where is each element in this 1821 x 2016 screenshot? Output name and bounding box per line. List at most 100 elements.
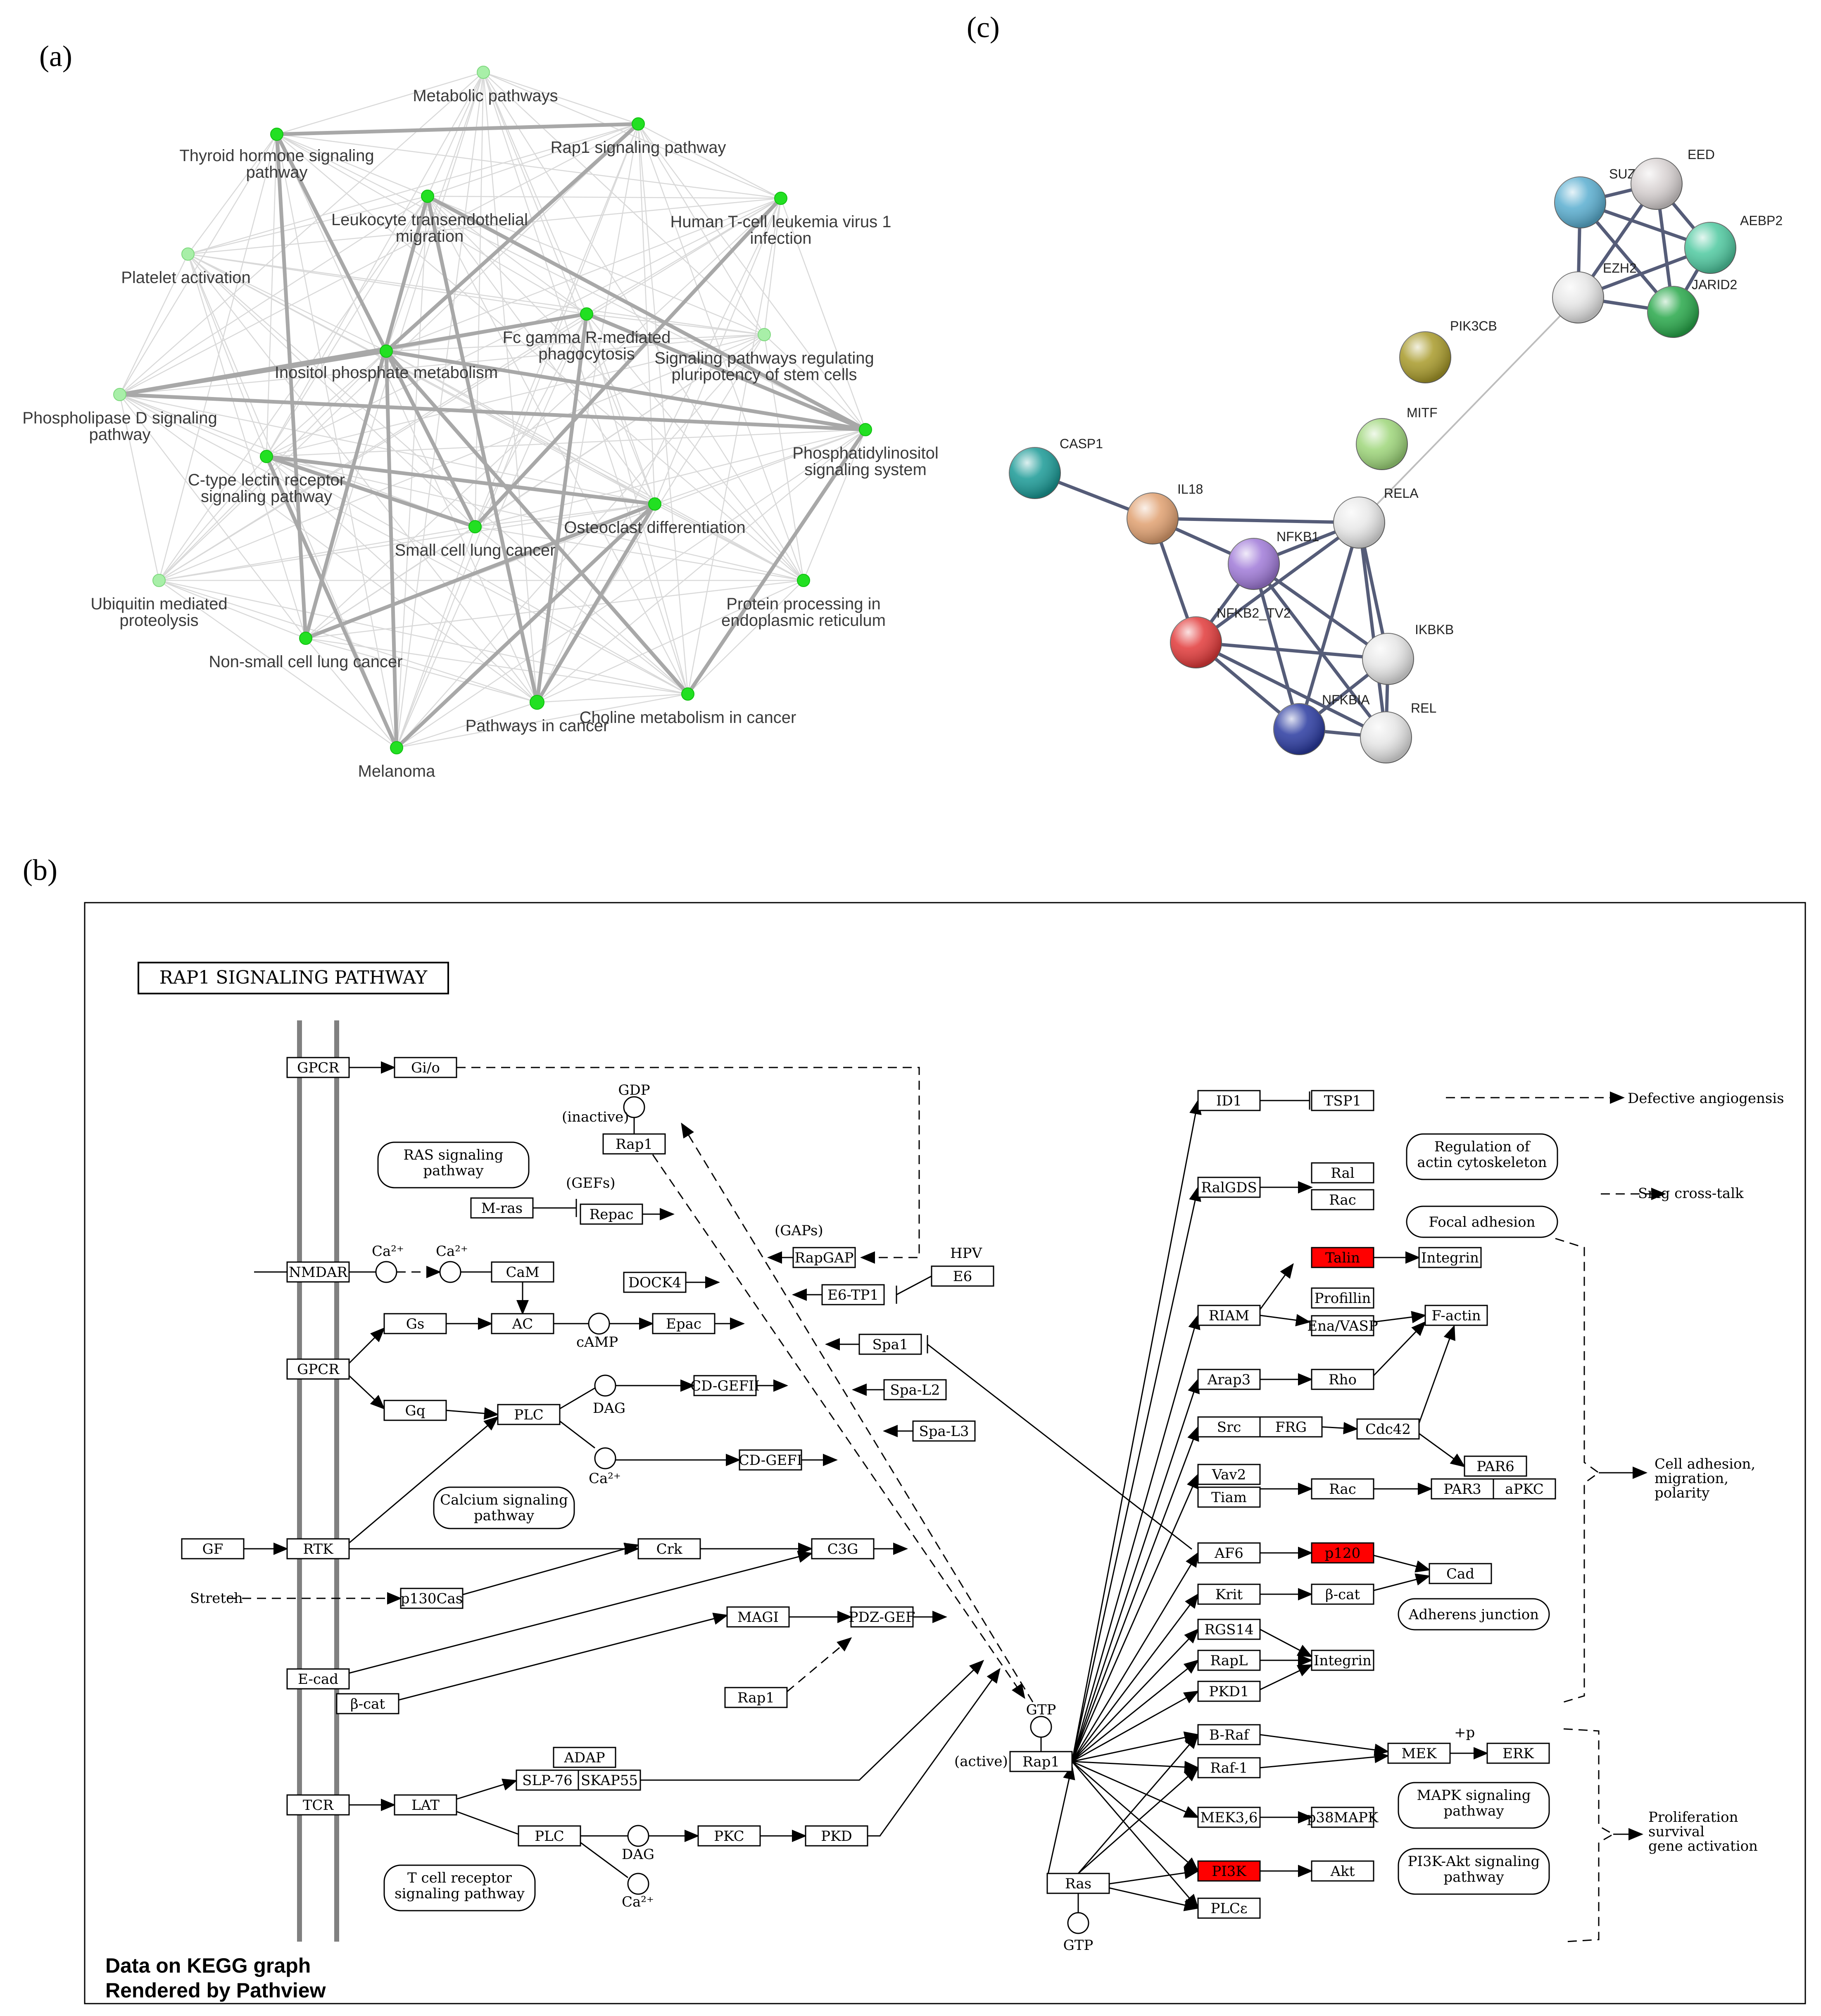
pathway-node[interactable] [421,190,434,203]
gene-profillin[interactable]: Profillin [1311,1287,1374,1309]
gene-rho[interactable]: Rho [1311,1369,1374,1390]
gene-apkc[interactable]: aPKC [1493,1478,1556,1500]
gene-cdgefi[interactable]: CD-GEFI [739,1449,802,1471]
pathway-node[interactable] [380,345,393,358]
protein-node-nfkb1[interactable] [1228,538,1280,590]
gene-gpcr1[interactable]: GPCR [286,1057,350,1078]
gene-af6[interactable]: AF6 [1197,1542,1261,1564]
protein-node-il18[interactable] [1127,492,1179,544]
gene-slp76[interactable]: SLP-76 [516,1769,579,1791]
gene-cam[interactable]: CaM [491,1261,554,1283]
gene-spal2[interactable]: Spa-L2 [883,1379,947,1400]
gene-magi[interactable]: MAGI [726,1606,790,1628]
pathway-link-adherens[interactable]: Adherens junction [1398,1598,1550,1631]
gene-id1[interactable]: ID1 [1197,1090,1261,1111]
gene-plc1[interactable]: PLC [497,1404,561,1425]
protein-node-rela[interactable] [1333,497,1385,549]
gene-crk[interactable]: Crk [637,1538,701,1560]
pathway-node[interactable] [390,741,403,754]
pathway-node[interactable] [774,192,787,205]
gene-pdzgef[interactable]: PDZ-GEF [849,1606,915,1628]
gene-rap1top[interactable]: Rap1 [602,1133,666,1155]
gene-raf1[interactable]: Raf-1 [1197,1757,1261,1778]
gene-akt[interactable]: Akt [1311,1860,1374,1882]
gene-rapl[interactable]: RapL [1197,1650,1261,1671]
gene-p120[interactable]: p120 [1311,1542,1374,1564]
pathway-node[interactable] [477,66,490,79]
gene-rtk[interactable]: RTK [286,1538,350,1560]
gene-nmdar[interactable]: NMDAR [286,1261,350,1283]
gene-pkd1[interactable]: PKD1 [1197,1681,1261,1702]
gene-epac[interactable]: Epac [652,1313,716,1334]
protein-node-jarid2[interactable] [1647,286,1699,338]
pathway-node[interactable] [181,247,195,261]
gene-talin[interactable]: Talin [1311,1247,1374,1268]
gene-rgs14[interactable]: RGS14 [1197,1619,1261,1640]
gene-e6tp1[interactable]: E6-TP1 [821,1284,885,1305]
gene-ras[interactable]: Ras [1046,1873,1110,1894]
gene-rac2[interactable]: Rac [1311,1478,1374,1500]
pathway-node[interactable] [530,695,544,710]
pathway-link-focal[interactable]: Focal adhesion [1406,1205,1558,1238]
protein-node-ezh2[interactable] [1552,271,1604,323]
gene-p38mapk[interactable]: p38MAPK [1307,1807,1379,1828]
pathway-node[interactable] [152,574,166,587]
gene-plc2[interactable]: PLC [518,1825,581,1847]
gene-e6[interactable]: E6 [931,1265,994,1287]
gene-vav2[interactable]: Vav2 [1197,1464,1261,1485]
pathway-node[interactable] [648,497,661,511]
gene-mek[interactable]: MEK [1387,1743,1451,1764]
gene-braf[interactable]: B-Raf [1197,1724,1261,1745]
gene-pi3k[interactable]: PI3K [1197,1860,1261,1882]
gene-spal3[interactable]: Spa-L3 [912,1420,976,1442]
pathway-node[interactable] [681,687,694,701]
gene-dock4[interactable]: DOCK4 [623,1272,687,1293]
gene-bcat2[interactable]: β-cat [1311,1583,1374,1605]
gene-bcat1[interactable]: β-cat [336,1693,399,1714]
gene-tiam[interactable]: Tiam [1197,1486,1261,1508]
protein-node-suz[interactable] [1554,176,1606,228]
gene-src[interactable]: Src [1197,1416,1261,1438]
gene-mras[interactable]: M-ras [470,1197,534,1219]
gene-lat[interactable]: LAT [394,1794,457,1816]
gene-erk[interactable]: ERK [1486,1743,1550,1764]
gene-skap55[interactable]: SKAP55 [578,1769,641,1791]
gene-frg[interactable]: FRG [1259,1416,1323,1438]
pathway-node[interactable] [859,423,872,436]
gene-par6[interactable]: PAR6 [1464,1455,1527,1477]
protein-node-pik3cb[interactable] [1399,331,1451,383]
gene-integrin2[interactable]: Integrin [1311,1650,1374,1671]
gene-gf[interactable]: GF [181,1538,245,1560]
protein-node-casp1[interactable] [1009,447,1061,499]
gene-integrin1[interactable]: Integrin [1418,1247,1482,1268]
gene-riam[interactable]: RIAM [1197,1305,1261,1326]
gene-p130cas[interactable]: p130Cas [400,1588,464,1609]
pathway-node[interactable] [632,117,645,131]
gene-cdgefii[interactable]: CD-GEFII [690,1375,760,1396]
pathway-node[interactable] [580,307,593,321]
pathway-node[interactable] [299,632,312,645]
gene-ral[interactable]: Ral [1311,1162,1374,1184]
protein-node-ikbkb[interactable] [1362,633,1414,685]
gene-enavasp[interactable]: Ena/VASP [1307,1315,1378,1336]
gene-tcr[interactable]: TCR [286,1794,350,1816]
gene-tsp1[interactable]: TSP1 [1311,1090,1374,1111]
protein-node-rel[interactable] [1360,711,1412,763]
pathway-node[interactable] [797,574,810,587]
gene-rap1b[interactable]: Rap1 [724,1687,788,1708]
gene-gio[interactable]: Gi/o [394,1057,457,1078]
protein-node-nfkb2-tv2[interactable] [1170,616,1222,668]
gene-repac[interactable]: Repac [580,1203,643,1225]
gene-ecad[interactable]: E-cad [286,1668,350,1690]
gene-pkd[interactable]: PKD [805,1825,868,1847]
pathway-node[interactable] [270,128,283,141]
gene-krit[interactable]: Krit [1197,1583,1261,1605]
gene-gpcr2[interactable]: GPCR [286,1358,350,1380]
protein-node-nfkbia[interactable] [1273,703,1325,755]
gene-ac[interactable]: AC [491,1313,554,1334]
gene-plce[interactable]: PLCε [1197,1897,1261,1919]
pathway-node[interactable] [758,328,771,341]
